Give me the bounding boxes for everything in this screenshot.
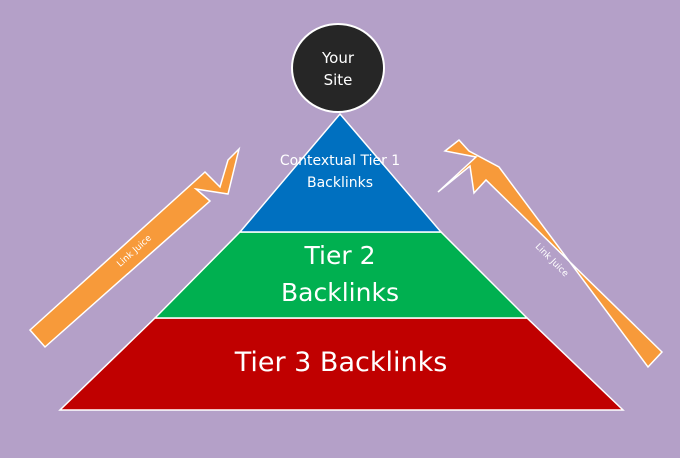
left-arrow-shape (28, 146, 241, 349)
your-site-node: Your Site (291, 23, 385, 113)
your-site-label-line1: Your (321, 49, 355, 67)
your-site-label-line2: Site (324, 71, 353, 89)
tier-2: Tier 2 Backlinks (153, 231, 529, 319)
tier-1-shape (238, 112, 443, 233)
tier-1: Contextual Tier 1 Backlinks (238, 112, 443, 233)
tier-2-label-line1: Tier 2 (304, 241, 376, 270)
tier-3: Tier 3 Backlinks (58, 317, 625, 411)
tier-2-label-line2: Backlinks (281, 278, 399, 307)
tier-1-label-line1: Contextual Tier 1 (280, 153, 400, 169)
tier-1-label-line2: Backlinks (307, 175, 373, 191)
tier-3-label: Tier 3 Backlinks (234, 347, 448, 378)
right-arrow-shape (437, 138, 664, 369)
your-site-circle (291, 23, 385, 113)
